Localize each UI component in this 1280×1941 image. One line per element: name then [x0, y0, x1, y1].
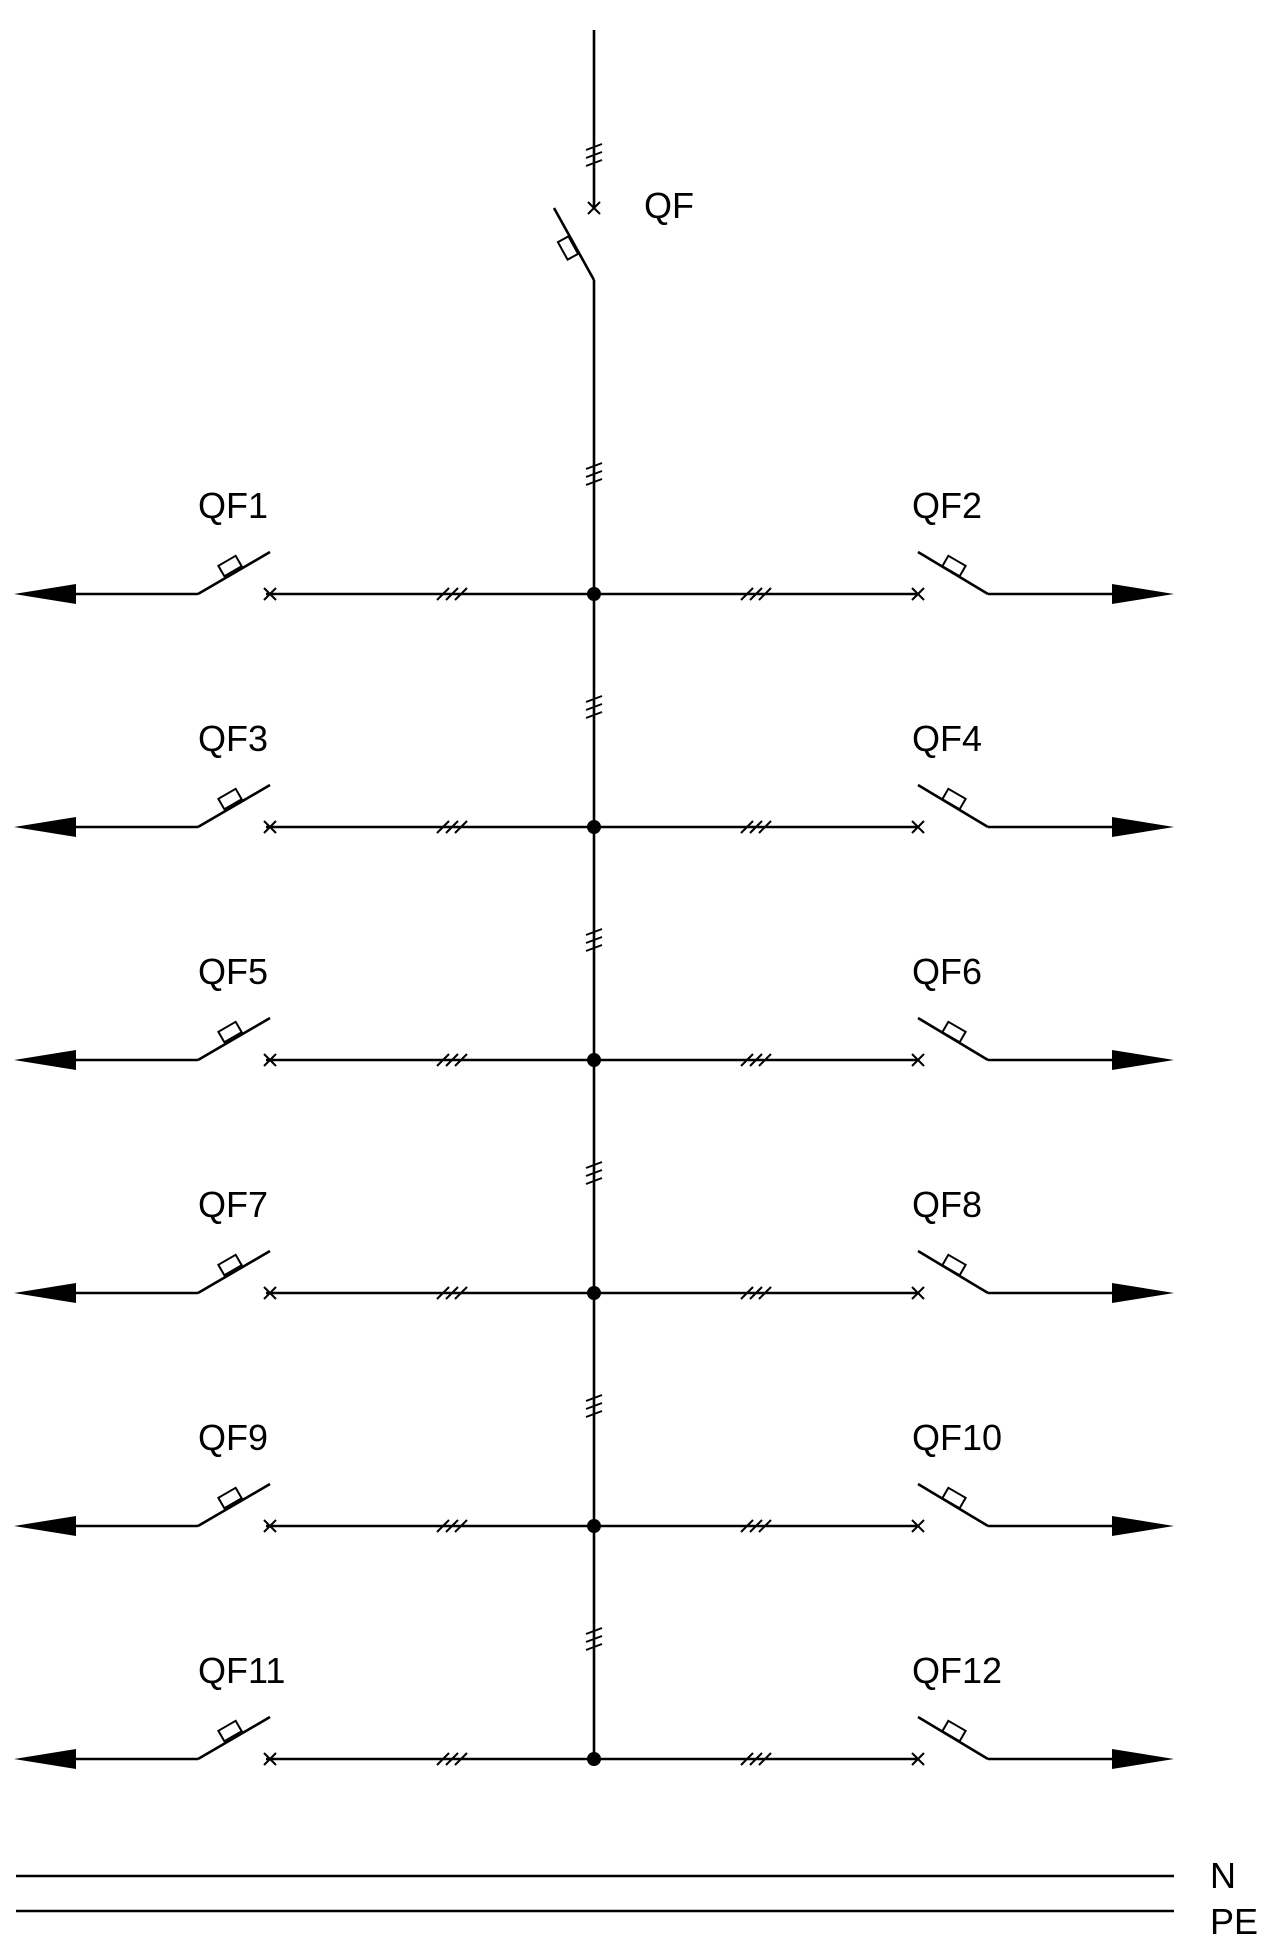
bus-tick-mark — [585, 1161, 603, 1185]
branch-row: QF1 QF2 — [14, 462, 1174, 604]
branch-row: QF7 QF8 — [14, 1161, 1174, 1303]
breaker-terminal-cross — [911, 1053, 925, 1067]
breaker-terminal-cross — [263, 1053, 277, 1067]
branch-breaker-switch — [917, 783, 989, 829]
breaker-terminal-cross — [911, 1519, 925, 1533]
branch-breaker-label: QF6 — [912, 951, 982, 992]
breaker-terminal-cross — [263, 1752, 277, 1766]
branch-breaker-label: QF4 — [912, 718, 982, 759]
bus-tick-mark — [585, 462, 603, 486]
three-phase-tick-mark — [740, 1519, 772, 1533]
branch-breaker-label: QF2 — [912, 485, 982, 526]
bus-tick-mark — [585, 928, 603, 952]
left-branch: QF11 — [14, 1650, 594, 1769]
branch-breaker-switch — [197, 1016, 271, 1062]
breaker-terminal-cross — [911, 587, 925, 601]
branch-breaker-switch — [917, 1016, 989, 1062]
outgoing-arrow-icon — [1112, 1050, 1174, 1070]
branch-breaker-label: QF5 — [198, 951, 268, 992]
branch-breaker-switch — [917, 550, 989, 596]
branch-breaker-switch — [197, 1715, 271, 1761]
branch-breaker-switch — [917, 1482, 989, 1528]
neutral-and-earth-buses: N PE — [16, 1855, 1258, 1941]
breaker-terminal-cross — [911, 1286, 925, 1300]
breaker-terminal-cross — [263, 1519, 277, 1533]
bus-tick-mark — [585, 1627, 603, 1651]
three-phase-tick-mark — [740, 1752, 772, 1766]
three-phase-tick-mark — [436, 1519, 468, 1533]
branch-row: QF11 QF12 — [14, 1627, 1174, 1769]
earth-bus-label: PE — [1210, 1901, 1258, 1941]
right-branch: QF6 — [594, 951, 1174, 1070]
left-branch: QF1 — [14, 485, 594, 604]
branch-row: QF3 QF4 — [14, 695, 1174, 837]
outgoing-arrow-icon — [14, 817, 76, 837]
right-branch: QF2 — [594, 485, 1174, 604]
three-phase-tick-mark — [740, 1053, 772, 1067]
breaker-terminal-cross — [587, 201, 601, 215]
three-phase-tick-mark — [436, 820, 468, 834]
branch-breaker-label: QF11 — [198, 1650, 285, 1691]
branch-breaker-label: QF10 — [912, 1417, 1002, 1458]
outgoing-arrow-icon — [14, 584, 76, 604]
branch-row: QF9 QF10 — [14, 1394, 1174, 1536]
bus-tick-mark — [585, 695, 603, 719]
outgoing-arrow-icon — [14, 1516, 76, 1536]
incoming-feeder: QF — [552, 30, 694, 1760]
branch-breaker-switch — [917, 1249, 989, 1295]
branch-breaker-switch — [197, 1249, 271, 1295]
branch-breaker-label: QF12 — [912, 1650, 1002, 1691]
branch-breaker-switch — [197, 550, 271, 596]
branch-breaker-label: QF1 — [198, 485, 268, 526]
branch-breaker-label: QF7 — [198, 1184, 268, 1225]
right-branch: QF12 — [594, 1650, 1174, 1769]
bus-tick-mark — [585, 1394, 603, 1418]
main-breaker-label: QF — [644, 185, 694, 226]
branch-row: QF5 QF6 — [14, 928, 1174, 1070]
left-branch: QF3 — [14, 718, 594, 837]
right-branch: QF10 — [594, 1417, 1174, 1536]
breaker-terminal-cross — [263, 587, 277, 601]
three-phase-tick-mark — [436, 1752, 468, 1766]
three-phase-tick-mark — [436, 1286, 468, 1300]
three-phase-tick-mark — [436, 587, 468, 601]
outgoing-arrow-icon — [1112, 1283, 1174, 1303]
right-branch: QF8 — [594, 1184, 1174, 1303]
three-phase-tick-mark — [740, 587, 772, 601]
main-breaker-switch — [552, 207, 596, 281]
outgoing-arrow-icon — [1112, 1749, 1174, 1769]
outgoing-arrow-icon — [14, 1283, 76, 1303]
branch-breaker-switch — [197, 783, 271, 829]
branch-breaker-switch — [917, 1715, 989, 1761]
right-branch: QF4 — [594, 718, 1174, 837]
three-phase-tick-mark — [436, 1053, 468, 1067]
breaker-terminal-cross — [263, 820, 277, 834]
neutral-bus-label: N — [1210, 1855, 1236, 1896]
three-phase-tick-mark — [740, 1286, 772, 1300]
outgoing-arrow-icon — [14, 1050, 76, 1070]
three-phase-tick-mark — [585, 143, 603, 167]
left-branch: QF5 — [14, 951, 594, 1070]
breaker-terminal-cross — [911, 1752, 925, 1766]
outgoing-arrow-icon — [14, 1749, 76, 1769]
branch-breaker-label: QF3 — [198, 718, 268, 759]
branch-breaker-switch — [197, 1482, 271, 1528]
outgoing-arrow-icon — [1112, 817, 1174, 837]
branch-breaker-label: QF8 — [912, 1184, 982, 1225]
left-branch: QF7 — [14, 1184, 594, 1303]
breaker-terminal-cross — [263, 1286, 277, 1300]
branch-breaker-label: QF9 — [198, 1417, 268, 1458]
left-branch: QF9 — [14, 1417, 594, 1536]
outgoing-arrow-icon — [1112, 1516, 1174, 1536]
breaker-terminal-cross — [911, 820, 925, 834]
three-phase-tick-mark — [740, 820, 772, 834]
outgoing-arrow-icon — [1112, 584, 1174, 604]
